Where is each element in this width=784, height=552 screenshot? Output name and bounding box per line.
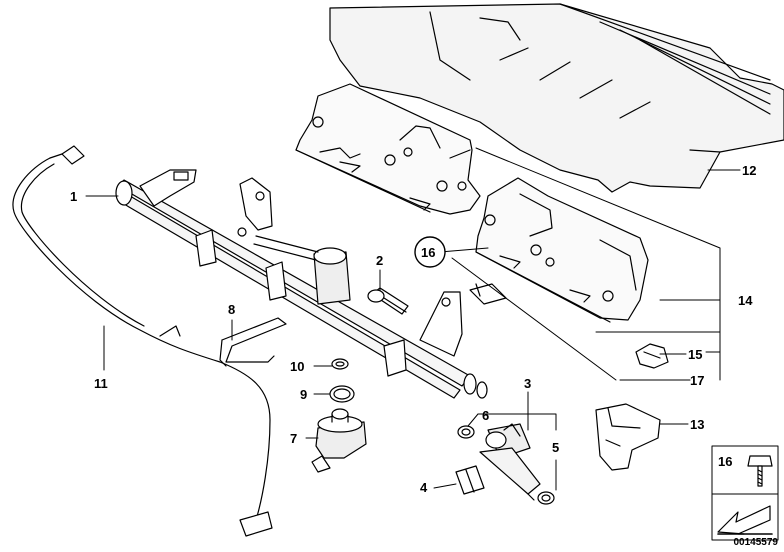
fuel-injector-part [479, 423, 541, 501]
callout-16: 16 [421, 245, 435, 260]
legend-16-label: 16 [718, 454, 732, 469]
wire-clip-part [219, 317, 287, 367]
arrow-icon [717, 505, 773, 535]
bolt-part [367, 287, 409, 315]
cable-clip-part [635, 343, 669, 369]
mount-bracket-part [595, 403, 661, 471]
leader-lines [85, 147, 741, 491]
callout-4: 4 [420, 480, 428, 495]
callout-6: 6 [482, 408, 489, 423]
callout-17: 17 [690, 373, 704, 388]
callout-11: 11 [94, 376, 108, 391]
injector-clip-part [455, 465, 485, 495]
upper-seal-part [457, 425, 475, 439]
legend-box: 16 [711, 445, 779, 541]
callout-15: 15 [688, 347, 702, 362]
screw-icon [747, 455, 773, 487]
callout-16-circle [414, 236, 446, 268]
lower-seal-part [537, 491, 555, 505]
diagram-code: 00145579 [733, 537, 779, 548]
fuel-rail-cover-lower [475, 177, 649, 323]
callout-5: 5 [552, 440, 559, 455]
pressure-regulator-part [311, 408, 367, 473]
callout-13: 13 [690, 417, 704, 432]
callout-9: 9 [300, 387, 307, 402]
callout-10: 10 [290, 359, 304, 374]
callout-3: 3 [524, 376, 531, 391]
callout-7: 7 [290, 431, 297, 446]
callout-12: 12 [742, 163, 756, 178]
fuel-rail-cover-upper [295, 83, 481, 215]
callout-8: 8 [228, 302, 235, 317]
callout-1: 1 [70, 189, 77, 204]
fuel-rail-part [115, 169, 488, 399]
engine-cover-part [329, 3, 784, 193]
fuel-line-part [12, 145, 273, 537]
o-ring-part [329, 385, 355, 403]
callout-2: 2 [376, 253, 383, 268]
callout-14: 14 [738, 293, 753, 308]
small-o-ring-part [331, 358, 349, 370]
